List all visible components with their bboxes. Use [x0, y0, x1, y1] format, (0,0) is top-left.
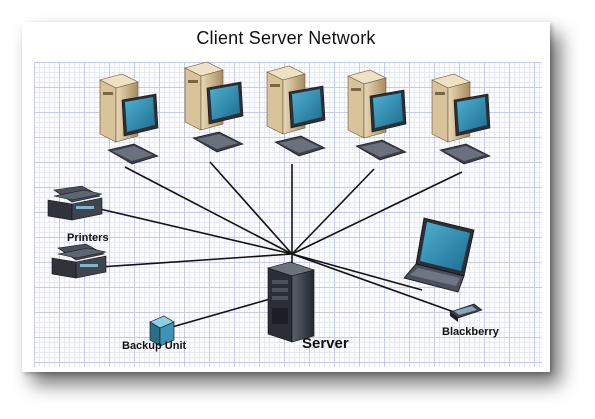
blackberry-label: Blackberry	[442, 326, 499, 338]
link-backup	[171, 298, 271, 328]
link-pc-1	[124, 166, 293, 255]
printers-label: Printers	[67, 232, 109, 244]
workstation-5	[431, 73, 491, 165]
diagram-card: Client Server Network	[22, 22, 550, 372]
link-printer-1	[99, 208, 293, 255]
link-pc-5	[291, 171, 463, 255]
link-laptop	[291, 253, 423, 291]
server-label: Server	[302, 335, 349, 352]
diagram-title: Client Server Network	[196, 28, 376, 48]
connection-lines	[99, 161, 463, 328]
backup-unit-icon	[149, 315, 175, 347]
workstation-4	[347, 69, 407, 161]
workstation-1	[99, 73, 159, 165]
laptop-icon	[403, 217, 475, 293]
blackberry-icon	[449, 303, 483, 322]
link-pc-2	[209, 161, 293, 255]
link-blackberry	[291, 253, 455, 313]
link-pc-4	[291, 168, 375, 255]
network-diagram	[47, 61, 491, 347]
server-icon	[266, 261, 316, 343]
printer-2	[51, 243, 107, 279]
workstation-2	[184, 61, 244, 153]
printer-1	[47, 185, 103, 221]
workstation-3	[266, 65, 326, 157]
backup-unit-label: Backup Unit	[122, 340, 187, 352]
link-printer-2	[99, 253, 293, 268]
